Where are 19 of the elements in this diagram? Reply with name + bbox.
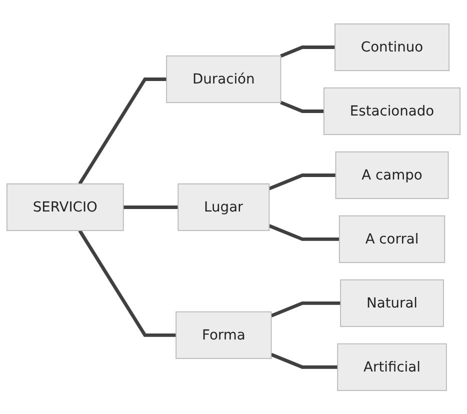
node-box: A campo — [335, 151, 449, 199]
connector — [280, 100, 324, 113]
connector — [268, 224, 340, 241]
node-box: Forma — [176, 311, 272, 359]
node-box: SERVICIO — [6, 183, 124, 231]
node-box: Estacionado — [324, 87, 461, 135]
connector — [268, 173, 336, 190]
connector — [280, 45, 335, 58]
connector — [78, 229, 176, 337]
node-box: Duración — [166, 55, 282, 103]
connector — [270, 301, 341, 318]
connector — [78, 77, 167, 185]
node-box: Natural — [340, 279, 444, 327]
node-box: A corral — [338, 215, 446, 263]
node-box: Lugar — [178, 183, 270, 231]
connector — [270, 352, 338, 369]
node-box: Continuo — [334, 23, 450, 71]
connector — [123, 205, 178, 209]
node-box: Artificial — [337, 343, 447, 391]
